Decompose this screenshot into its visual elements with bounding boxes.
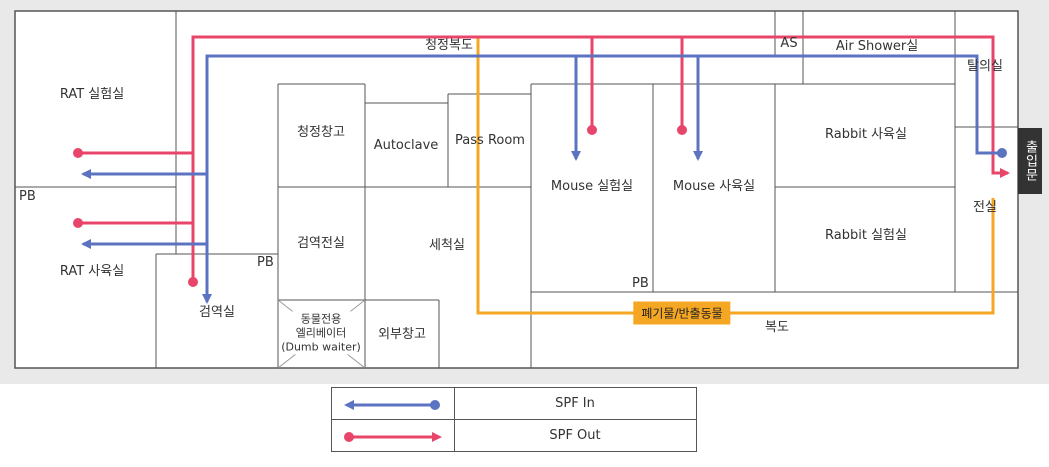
legend-swatch-spf-in: [332, 388, 455, 419]
pb-mid-label: PB: [257, 255, 274, 270]
changing-room-label: 탈의실: [967, 58, 1003, 74]
quarantine-label: 검역실: [199, 304, 235, 320]
legend-row-spf-out: SPF Out: [331, 419, 697, 452]
spf-out-routes: [78, 35, 1010, 282]
rat-breeding-label: RAT 사육실: [59, 263, 125, 279]
corridor-label: 복도: [765, 319, 789, 335]
washing-room-label: 세척실: [429, 237, 465, 253]
clean-storage-label: 청정창고: [297, 124, 345, 140]
air-shower-abbr-label: AS: [780, 35, 798, 51]
spf-in-routes: [81, 54, 1002, 304]
legend-label-spf-out: SPF Out: [549, 428, 601, 443]
anteroom-label: 전실: [973, 199, 997, 215]
spf-out-dots: [73, 125, 687, 287]
clean-corridor-label: 청정복도: [425, 37, 473, 53]
building-outline: [14, 10, 1019, 369]
mouse-breeding-label: Mouse 사육실: [672, 178, 756, 194]
dumbwaiter-line-1: 동물전용: [300, 312, 342, 326]
pass-room-label: Pass Room: [455, 132, 525, 148]
rat-lab-label: RAT 실험실: [59, 86, 125, 102]
waste-route-label: 폐기물/반출동물: [633, 301, 731, 325]
legend-swatch-spf-out: [332, 420, 455, 451]
floor-plan-drawing: [14, 10, 1019, 369]
autoclave-label: Autoclave: [373, 137, 439, 153]
quarantine-pre-label: 검역전실: [297, 235, 345, 251]
pb-mouse-label: PB: [632, 276, 649, 291]
dumbwaiter-label: 동물전용 엘리베이터 (Dumb waiter): [279, 311, 363, 355]
rabbit-lab-label: Rabbit 실험실: [825, 227, 907, 243]
rabbit-breeding-label: Rabbit 사육실: [825, 126, 907, 142]
external-storage-label: 외부창고: [378, 326, 426, 342]
entrance-door: 출입문: [1018, 128, 1042, 194]
mouse-lab-label: Mouse 실험실: [550, 178, 634, 194]
waste-route-line: [476, 37, 995, 315]
floor-plan: RAT 실험실 RAT 사육실 PB 검역실 PB 청정창고 검역전실 Auto…: [0, 0, 1049, 384]
pb-left-label: PB: [19, 189, 36, 204]
spf-in-start-dot: [997, 148, 1007, 158]
legend-label-spf-in: SPF In: [555, 396, 595, 411]
legend-row-spf-in: SPF In: [331, 387, 697, 420]
air-shower-label: Air Shower실: [835, 38, 919, 54]
dumbwaiter-line-2: 엘리베이터: [295, 326, 347, 340]
dumbwaiter-line-3: (Dumb waiter): [281, 339, 361, 353]
legend: SPF In SPF Out: [331, 387, 697, 453]
